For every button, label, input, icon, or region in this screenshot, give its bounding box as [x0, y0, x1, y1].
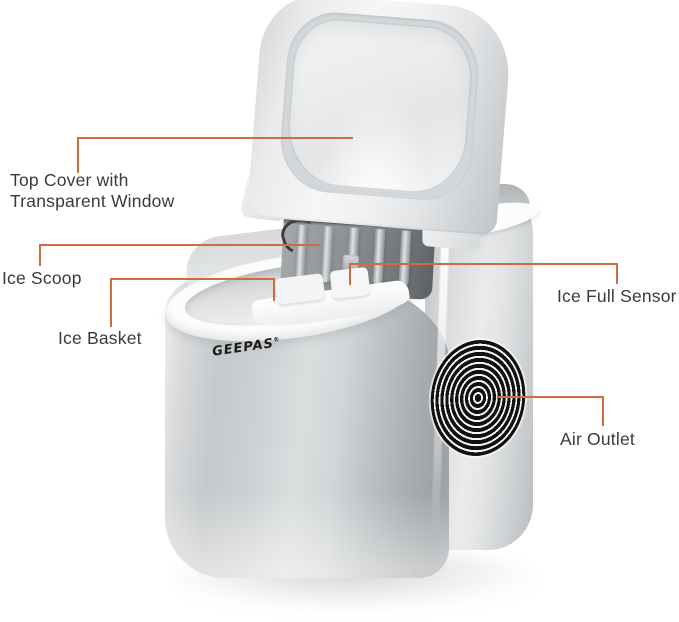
callout-line-ice-full-sensor	[349, 263, 618, 265]
callout-line-ice-scoop	[39, 244, 320, 246]
callout-line-ice-basket	[273, 278, 275, 301]
lid-transparent-window	[283, 15, 476, 198]
callout-line-top-cover	[77, 137, 79, 173]
label-air-outlet: Air Outlet	[560, 429, 635, 449]
callout-line-ice-basket	[110, 278, 275, 280]
evaporator-finger	[372, 228, 386, 286]
callout-line-ice-scoop	[39, 244, 41, 266]
callout-line-ice-full-sensor	[616, 263, 618, 284]
registered-trademark-icon: ®	[272, 335, 280, 344]
callout-line-ice-full-sensor	[349, 263, 351, 285]
label-ice-basket: Ice Basket	[58, 328, 142, 348]
label-top-cover-line1: Top Cover with	[10, 170, 129, 190]
label-ice-scoop: Ice Scoop	[2, 268, 82, 288]
callout-line-air-outlet	[602, 396, 604, 426]
label-top-cover-line2: Transparent Window	[10, 191, 175, 211]
callout-line-air-outlet	[497, 396, 604, 398]
top-cover-lid	[239, 0, 514, 251]
evaporator-finger	[398, 230, 412, 287]
label-ice-full-sensor: Ice Full Sensor	[557, 286, 677, 306]
callout-line-top-cover	[77, 137, 353, 139]
callout-line-ice-basket	[110, 278, 112, 327]
label-top-cover: Top Cover with Transparent Window	[10, 170, 174, 212]
